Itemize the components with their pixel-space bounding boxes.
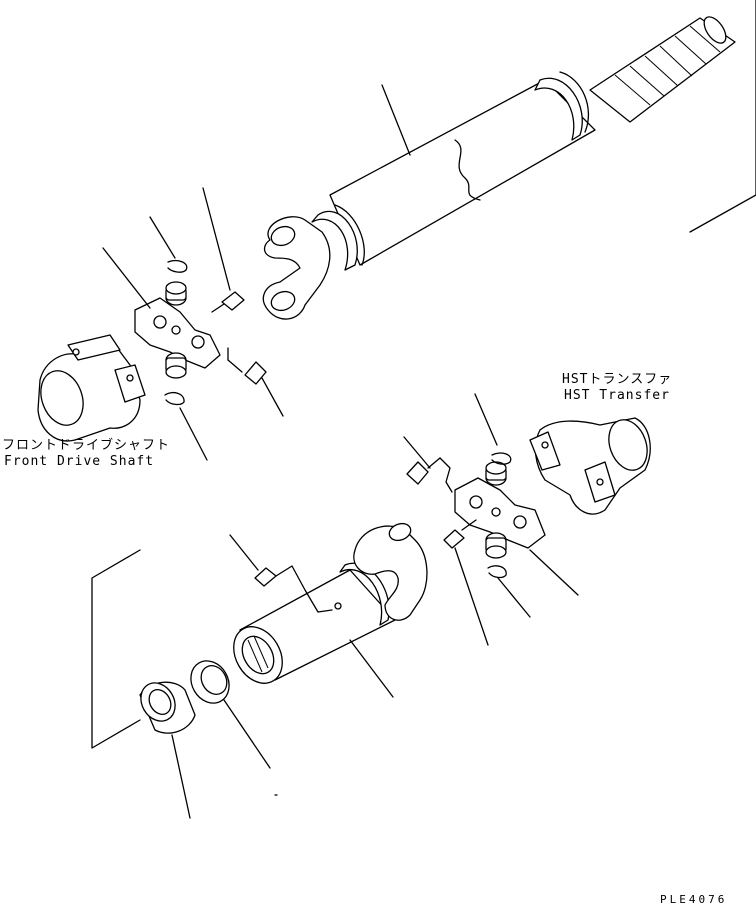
hst-transfer-flange [529,417,651,515]
assembly-brackets [91,0,756,796]
front-drive-shaft-flange [37,334,146,442]
hst-transfer-label-en: HST Transfer [564,388,670,403]
upper-universal-joint [102,187,284,461]
hst-transfer-label-jp: HSTトランスファ [562,372,673,387]
drawing-code: PLE4076 [660,893,728,906]
front-drive-shaft-label-jp: フロントドライブシャフト [2,438,171,453]
front-drive-shaft-label-en: Front Drive Shaft [4,454,155,469]
main-drive-shaft [262,16,736,320]
lower-universal-joint [403,393,579,646]
slip-yoke-tube [229,522,428,698]
dust-seal-and-washer [139,660,271,819]
